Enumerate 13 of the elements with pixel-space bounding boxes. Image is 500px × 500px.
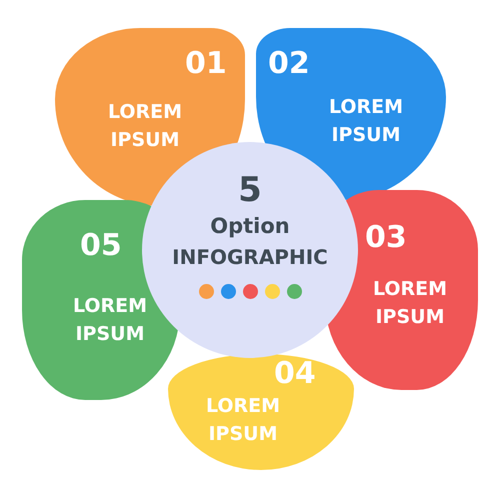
step-number: 03 <box>365 220 407 255</box>
petal-label: LOREM IPSUM <box>106 100 184 153</box>
center-title: INFOGRAPHIC <box>171 245 329 269</box>
step-number: 01 <box>185 46 227 81</box>
center-subtitle: Option <box>209 214 291 238</box>
petal-label: LOREM IPSUM <box>328 95 404 148</box>
step-number: 02 <box>268 46 310 81</box>
petal-label: LOREM IPSUM <box>372 277 448 330</box>
petal-label: LOREM IPSUM <box>72 294 148 347</box>
step-number: 04 <box>274 356 316 391</box>
step-number: 05 <box>80 228 122 263</box>
petal-label: LOREM IPSUM <box>204 394 282 447</box>
center-number: 5 <box>237 170 263 210</box>
